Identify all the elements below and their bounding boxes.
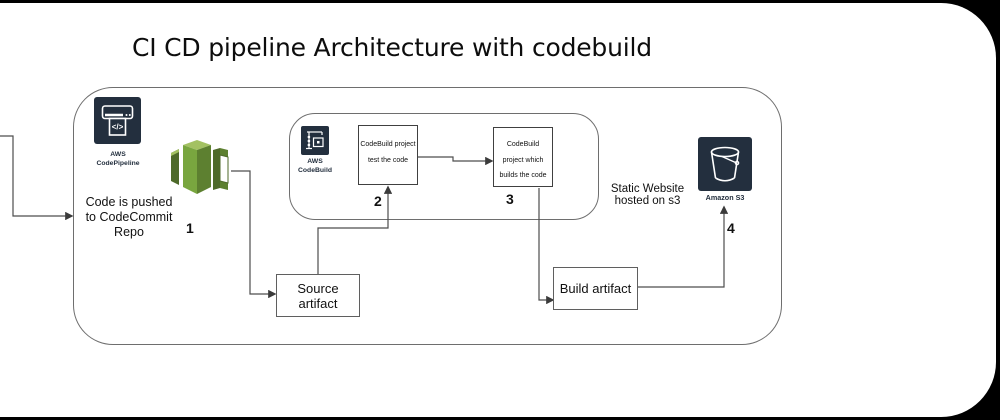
step-4: 4 xyxy=(727,220,735,236)
step-1: 1 xyxy=(186,220,194,236)
s3-icon xyxy=(698,137,752,191)
diagram-title: CI CD pipeline Architecture with codebui… xyxy=(132,33,652,62)
codebuild-group-box xyxy=(289,113,599,220)
diagram-sheet xyxy=(0,3,996,417)
build-artifact-box: Build artifact xyxy=(553,267,638,310)
codebuild-test-project-box: CodeBuild project test the code xyxy=(358,125,418,185)
codepipeline-icon: </> xyxy=(94,97,141,144)
step-3: 3 xyxy=(506,191,514,207)
svg-text:</>: </> xyxy=(112,123,124,132)
codebuild-icon xyxy=(301,126,329,155)
commit-note: Code is pushed to CodeCommit Repo xyxy=(85,195,173,239)
codebuild-build-project-box: CodeBuild project which builds the code xyxy=(493,127,553,187)
s3-label: Amazon S3 xyxy=(705,193,745,202)
codebuild-label: AWS CodeBuild xyxy=(298,158,332,174)
step-2: 2 xyxy=(374,193,382,209)
codecommit-icon xyxy=(171,140,229,194)
static-website-note: Static Website hosted on s3 xyxy=(610,183,685,207)
codepipeline-label: AWS CodePipeline xyxy=(96,151,140,167)
source-artifact-box: Source artifact xyxy=(276,274,360,317)
